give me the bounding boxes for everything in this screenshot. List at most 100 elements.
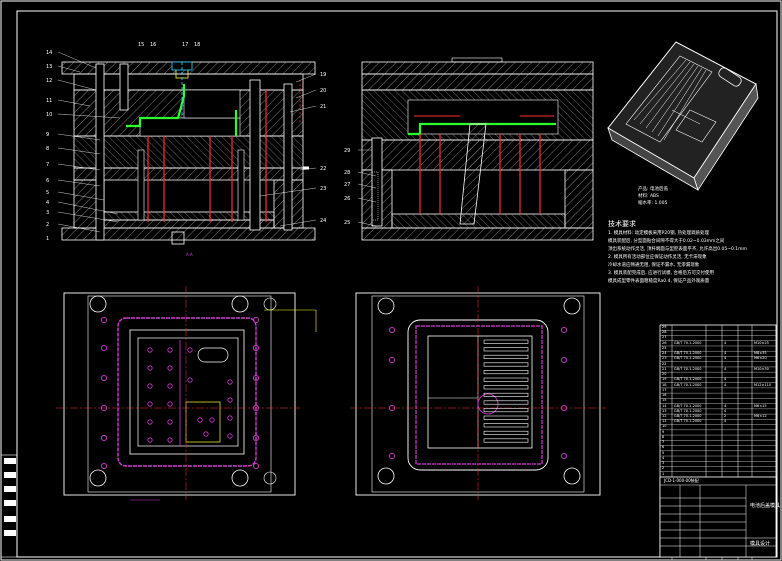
bom-cell-no: 16 <box>662 393 667 398</box>
rib-slot <box>483 385 529 390</box>
part-number-label: 13 <box>46 64 53 70</box>
section-view-a: A-A <box>57 51 317 257</box>
bom-cell-no: 7 <box>662 440 665 445</box>
tech-note-line: 模具成型零件表面粗糙度Ra0.4, 保证产品外观质量 <box>608 279 710 284</box>
bom-row: 16 <box>660 393 776 398</box>
bom-cell-no: 29 <box>662 325 667 329</box>
part-number-label: 19 <box>320 72 327 78</box>
bom-cell-name: GB/T 70.1-2000 <box>674 356 702 361</box>
bom-cell-no: 17 <box>662 387 667 392</box>
technical-requirements: 技术要求 1. 模具材料: 动定模板采用P20钢, 热处理调质处理 模具装配后,… <box>608 220 776 286</box>
part-number-label: 15 <box>138 42 145 48</box>
bom-cell-no: 20 <box>662 372 667 377</box>
part-number-label: 25 <box>344 220 351 226</box>
bom-row: 5 <box>660 451 776 456</box>
ejector-hole <box>187 377 193 383</box>
ejector-hole <box>167 383 173 389</box>
bom-cell-no: 10 <box>662 424 667 429</box>
bom-cell-note: M6×15 <box>754 403 767 408</box>
section-view-b <box>357 57 594 241</box>
bom-row: 25 <box>660 346 776 351</box>
bolt-hole <box>100 316 108 324</box>
rib-slot <box>483 400 529 405</box>
title-block-grid <box>659 476 777 558</box>
bom-cell-no: 6 <box>662 445 665 450</box>
bom-cell-qty: 4 <box>724 403 727 408</box>
part-number-label: 26 <box>344 196 351 202</box>
bom-cell-name: GB/T 70.1-2000 <box>674 403 702 408</box>
product-shrinkage: 缩水率: 1.005 <box>638 201 668 206</box>
bom-cell-name: GB/T 70.1-2000 <box>674 351 702 356</box>
ejector-hole <box>203 431 209 437</box>
bom-cell-qty: 4 <box>724 366 727 371</box>
bom-cell-name: GB/T 70.1-2000 <box>674 366 702 371</box>
ejector-hole <box>227 433 233 439</box>
ejector-hole <box>187 347 193 353</box>
part-number-label: 29 <box>344 148 351 154</box>
bolt-hole <box>252 434 260 442</box>
bolt-hole <box>560 452 568 460</box>
bom-cell-qty: 4 <box>724 377 727 382</box>
bom-cell-name: GB/T 70.1-2000 <box>674 377 702 382</box>
ejector-hole <box>147 419 153 425</box>
bom-cell-no: 12 <box>662 413 667 418</box>
bom-cell-no: 27 <box>662 335 667 340</box>
part-number-label: 4 <box>46 200 50 206</box>
rib-slot <box>483 415 529 420</box>
bom-row: 9 <box>660 430 776 435</box>
tech-notes-title: 技术要求 <box>608 220 636 228</box>
bom-cell-name: GB/T 70.1-2000 <box>674 340 702 345</box>
bom-row: 15 <box>660 398 776 403</box>
ejector-hole <box>147 365 153 371</box>
product-material: 材料: ABS <box>638 194 659 199</box>
tech-note-line: 1. 模具材料: 动定模板采用P20钢, 热处理调质处理 <box>608 231 709 236</box>
part-number-label: 23 <box>320 186 327 192</box>
bom-cell-note: M8×35 <box>754 351 767 356</box>
rib-slot <box>483 408 529 413</box>
bom-cell-note: M10×30 <box>754 366 769 371</box>
part-number-label: 6 <box>46 178 50 184</box>
bom-cell-note: M6×12 <box>754 413 767 418</box>
svg-text:A-A: A-A <box>186 252 193 257</box>
bom-cell-qty: 4 <box>724 351 727 356</box>
ejector-hole <box>147 347 153 353</box>
bom-cell-name: GB/T 70.1-2000 <box>674 413 702 418</box>
bom-row: 17 <box>660 388 776 393</box>
plan2-rib-slots <box>483 339 529 443</box>
ejector-hole <box>167 401 173 407</box>
bom-cell-note: M6×20 <box>754 356 767 361</box>
part-number-label: 24 <box>320 218 327 224</box>
rib-slot <box>483 339 529 344</box>
ejector-hole <box>167 437 173 443</box>
rib-slot <box>483 354 529 359</box>
ejector-hole <box>147 383 153 389</box>
bolt-hole <box>100 374 108 382</box>
part-number-label: 10 <box>46 112 53 118</box>
product-name: 产品: 电池后盖 <box>638 187 668 192</box>
part-number-label: 27 <box>344 182 351 188</box>
bom-row: 27 <box>660 335 776 340</box>
bom-cell-no: 2 <box>662 466 665 471</box>
bolt-hole <box>388 326 396 334</box>
bom-cell-qty: 4 <box>724 340 727 345</box>
tech-note-line: 2. 模具所有活动部位应保证动作灵活, 无卡滞现象 <box>608 255 707 260</box>
bom-cell-qty: 4 <box>724 419 727 424</box>
bom-cell-qty: 4 <box>724 408 727 413</box>
part-number-label: 11 <box>46 98 53 104</box>
bolt-hole <box>252 462 260 470</box>
bom-cell-no: 28 <box>662 330 667 335</box>
bom-cell-no: 9 <box>662 429 665 434</box>
part-number-label: 20 <box>320 88 327 94</box>
ejector-hole <box>147 437 153 443</box>
part-number-label: 1 <box>46 236 50 242</box>
bom-row: 4 <box>660 456 776 461</box>
tech-note-line: 冷却水道应畅通无阻, 保证不漏水, 无渗漏现象 <box>608 263 700 268</box>
bolt-hole <box>252 344 260 352</box>
